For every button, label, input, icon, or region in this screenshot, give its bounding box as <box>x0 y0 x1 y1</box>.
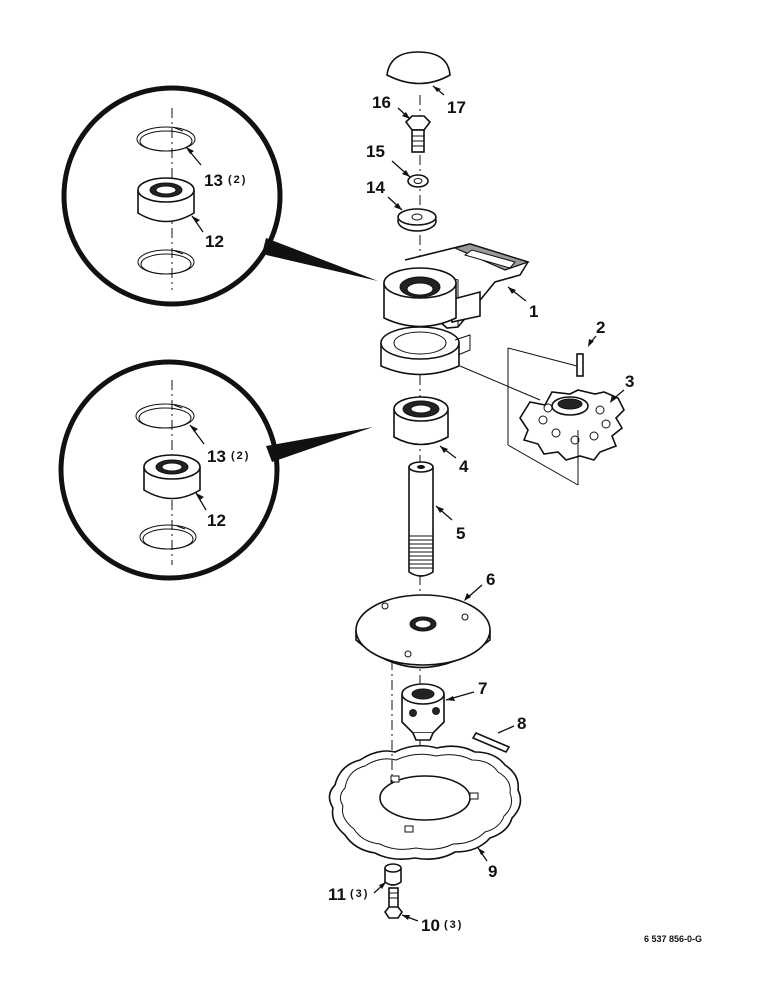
part-9-disc <box>328 744 522 860</box>
leader-8 <box>497 725 515 734</box>
part-11-spacer <box>384 863 402 886</box>
leader-17 <box>432 85 445 96</box>
part-7-hub <box>401 683 445 741</box>
part-4-bearing <box>393 396 449 446</box>
bearing-12-upper <box>137 177 195 223</box>
callout-11-qty: (3) <box>350 888 369 900</box>
part-10-bolt <box>384 887 403 919</box>
part-1-arm-bracket <box>380 243 530 376</box>
callout-10: 10 <box>421 916 440 935</box>
detail-circle-upper: 13 (2) 12 <box>61 85 378 307</box>
callout-5: 5 <box>456 524 465 543</box>
callout-13-lower: 13 <box>207 447 226 466</box>
leader-15 <box>391 160 411 178</box>
part-3-sprocket <box>519 389 625 461</box>
callout-7: 7 <box>478 679 487 698</box>
callout-12-upper: 12 <box>205 232 224 251</box>
leader-14 <box>387 196 403 211</box>
part-2-pin <box>576 353 584 377</box>
callout-13-upper: 13 <box>204 171 223 190</box>
callout-6: 6 <box>486 570 495 589</box>
leader-2 <box>588 335 597 347</box>
callout-14: 14 <box>366 178 385 197</box>
leader-7 <box>445 691 475 701</box>
bearing-12-lower <box>143 454 201 500</box>
leader-3 <box>610 389 625 403</box>
leader-4 <box>439 445 457 459</box>
callout-2: 2 <box>596 318 605 337</box>
drawing-code: 6 537 856-0-G <box>644 934 702 944</box>
snap-ring-lower-bottom <box>139 524 197 550</box>
leader-16 <box>397 107 411 120</box>
callout-17: 17 <box>447 98 466 117</box>
callout-4: 4 <box>459 457 469 476</box>
leader-10 <box>401 914 419 922</box>
part-8-pin <box>471 731 511 754</box>
callout-9: 9 <box>488 862 497 881</box>
callout-10-qty: (3) <box>444 919 463 931</box>
part-15-lock-washer <box>407 174 429 188</box>
part-5-shaft <box>408 461 434 577</box>
callout-11: 11 <box>328 885 346 904</box>
callout-16: 16 <box>372 93 391 112</box>
callout-13-lower-qty: (2) <box>231 450 250 462</box>
part-14-washer <box>397 208 437 232</box>
leader-5 <box>435 505 453 521</box>
callout-8: 8 <box>517 714 526 733</box>
part-6-plate <box>355 594 491 669</box>
snap-ring-upper-top <box>136 126 196 152</box>
callout-12-lower: 12 <box>207 511 226 530</box>
callout-15: 15 <box>366 142 385 161</box>
detail-circle-lower: 13 (2) 12 <box>58 359 373 581</box>
callout-1: 1 <box>529 302 538 321</box>
leader-9 <box>477 847 488 862</box>
callout-3: 3 <box>625 372 634 391</box>
snap-ring-lower-top <box>135 403 195 429</box>
callout-13-upper-qty: (2) <box>228 174 247 186</box>
sprocket-alignment-lines <box>459 347 579 486</box>
snap-ring-upper-bottom <box>137 249 195 275</box>
leader-11 <box>373 881 387 894</box>
leader-1 <box>507 286 527 302</box>
part-16-bolt <box>404 115 432 153</box>
leader-6 <box>464 584 483 601</box>
part-17-cap <box>386 51 451 85</box>
